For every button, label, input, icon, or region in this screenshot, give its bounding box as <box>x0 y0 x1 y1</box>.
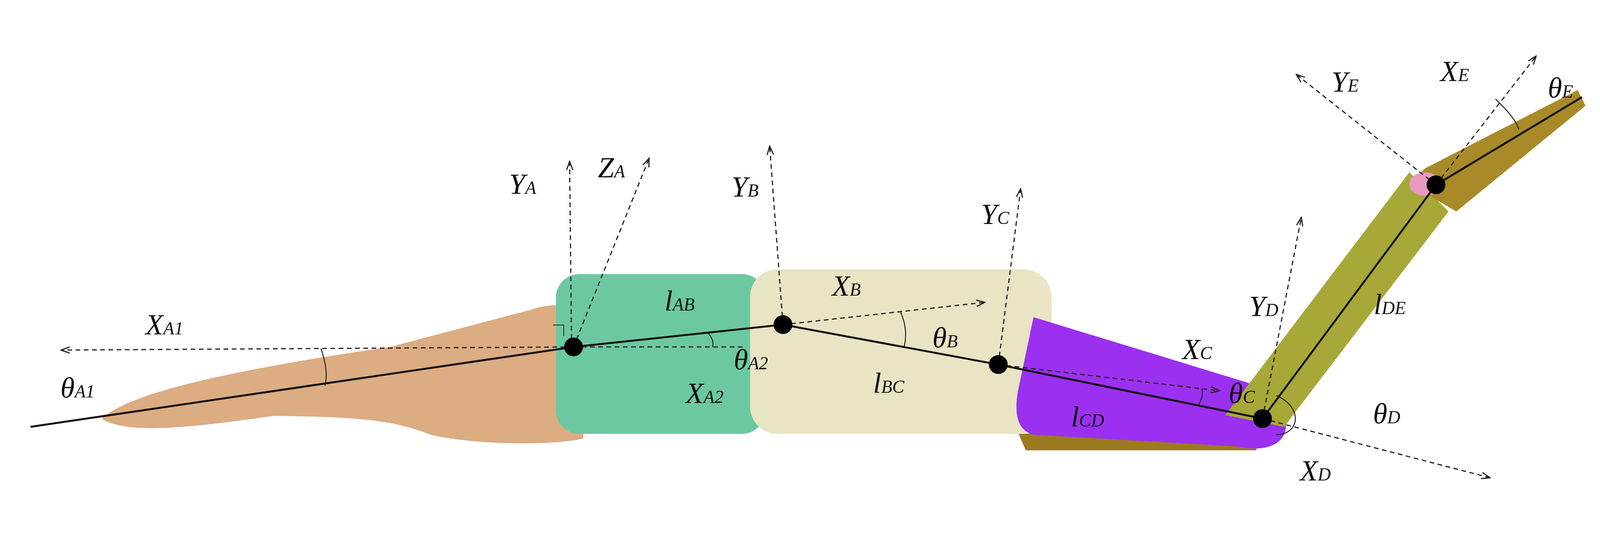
axis-label: YA <box>508 169 536 199</box>
axis-label: θA1 <box>60 373 95 403</box>
upper-arm <box>1225 172 1449 427</box>
axis-label: lCD <box>1071 402 1104 432</box>
axis-label: lAB <box>664 286 695 316</box>
axis-label: ZA <box>597 153 625 183</box>
trunk-segment <box>750 269 1052 434</box>
axis-label: YB <box>731 172 759 202</box>
forearm <box>1409 90 1586 212</box>
axis-label: YD <box>1249 291 1279 321</box>
axis-label: YC <box>981 199 1010 229</box>
axis-label: θE <box>1547 73 1573 103</box>
axis-label: lDE <box>1373 289 1406 319</box>
axis-label: θA2 <box>733 344 768 374</box>
axis-label: XC <box>1182 334 1213 364</box>
axis-label: XA1 <box>145 310 184 340</box>
axis-label: θD <box>1372 398 1401 428</box>
axis-label: θC <box>1228 378 1255 408</box>
axis-label: YE <box>1331 67 1359 97</box>
axis-label: XE <box>1440 56 1469 86</box>
axis-label: lBC <box>873 368 904 398</box>
legs <box>101 304 584 444</box>
axis-label: XA2 <box>685 378 724 408</box>
axis-label: XD <box>1300 456 1331 486</box>
axis-label: XB <box>831 271 861 301</box>
axis-label: θB <box>932 322 958 352</box>
chest-segment <box>1016 317 1287 449</box>
